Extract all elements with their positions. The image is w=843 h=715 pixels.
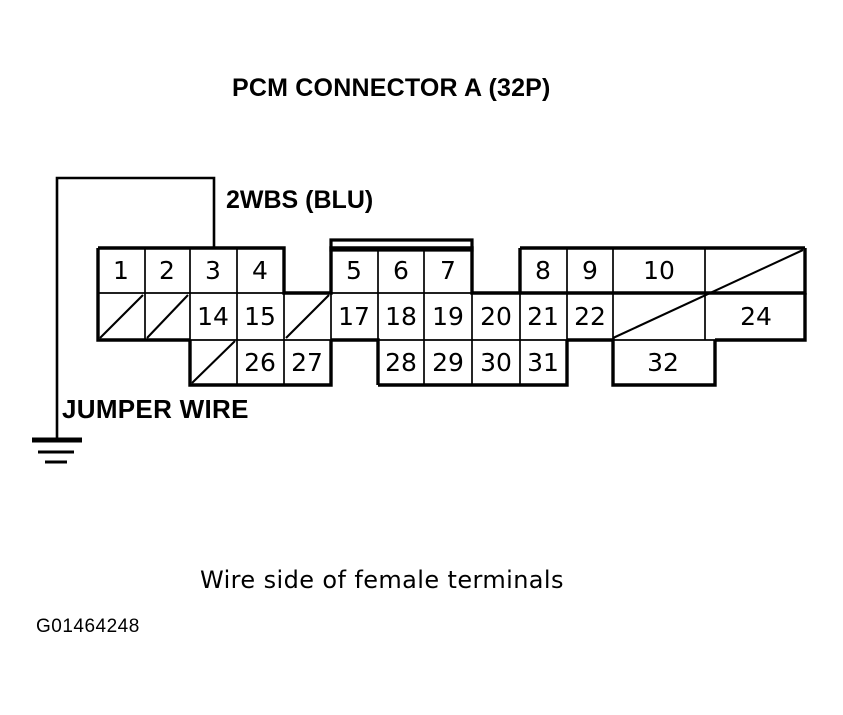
pin-cell-24: 24 — [740, 302, 772, 331]
pin-cell-30: 30 — [480, 348, 512, 377]
pin-cell-4: 4 — [252, 256, 268, 285]
pin-cell-28: 28 — [385, 348, 417, 377]
pin-cell-32: 32 — [647, 348, 679, 377]
blank-cell-diagonals — [99, 249, 804, 384]
pin-cell-27: 27 — [291, 348, 323, 377]
jumper-wire-label: JUMPER WIRE — [62, 394, 249, 424]
pin-cell-18: 18 — [385, 302, 417, 331]
pin-cell-20: 20 — [480, 302, 512, 331]
jumper-wire-path — [55, 176, 216, 442]
pin-cell-29: 29 — [432, 348, 464, 377]
pin-cell-7: 7 — [440, 256, 456, 285]
figure-id-code: G01464248 — [36, 616, 140, 637]
pin-cell-26: 26 — [244, 348, 276, 377]
connector-body: 1 2 3 4 5 6 7 8 9 10 14 15 17 18 19 20 2… — [96, 238, 807, 387]
wire-label-2wbs: 2WBS (BLU) — [226, 186, 374, 214]
pin-cell-14: 14 — [197, 302, 229, 331]
page-title: PCM CONNECTOR A (32P) — [232, 74, 551, 102]
ground-symbol — [32, 437, 82, 464]
pin-cell-6: 6 — [393, 256, 409, 285]
connector-outline — [96, 246, 807, 387]
pin-cell-19: 19 — [432, 302, 464, 331]
pin-cell-10: 10 — [643, 256, 675, 285]
pin-cell-21: 21 — [527, 302, 559, 331]
pin-cell-8: 8 — [535, 256, 551, 285]
pin-cell-5: 5 — [346, 256, 362, 285]
pin-cell-17: 17 — [338, 302, 370, 331]
pin-cell-3: 3 — [205, 256, 221, 285]
pin-cell-15: 15 — [244, 302, 276, 331]
pin-cell-1: 1 — [113, 256, 129, 285]
pin-cell-2: 2 — [159, 256, 175, 285]
pin-cell-31: 31 — [527, 348, 559, 377]
diagram-caption: Wire side of female terminals — [200, 566, 564, 594]
pin-cell-22: 22 — [574, 302, 606, 331]
pin-labels: 1 2 3 4 5 6 7 8 9 10 14 15 17 18 19 20 2… — [113, 256, 772, 377]
pin-cell-9: 9 — [582, 256, 598, 285]
